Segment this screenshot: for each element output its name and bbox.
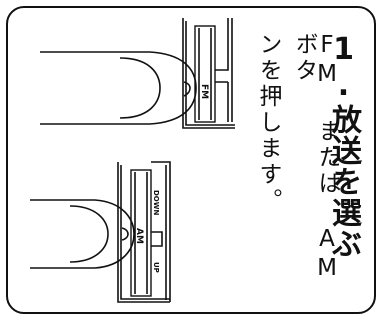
up-label: UP	[152, 262, 160, 273]
fm-finger-icon	[40, 51, 197, 125]
am-button-label: AM	[134, 228, 144, 244]
down-label: DOWN	[152, 190, 160, 215]
am-finger-icon	[30, 199, 135, 269]
instruction-card	[6, 6, 376, 314]
am-button-unit	[117, 161, 171, 303]
instruction-line-1: FM または AM ボタ	[291, 32, 340, 284]
instruction-title: 1.放送を選ぶ	[326, 32, 361, 259]
fm-button-unit	[182, 18, 235, 129]
instruction-line-2: ンを押します。	[255, 32, 281, 214]
fm-button-label: FM	[199, 84, 209, 99]
